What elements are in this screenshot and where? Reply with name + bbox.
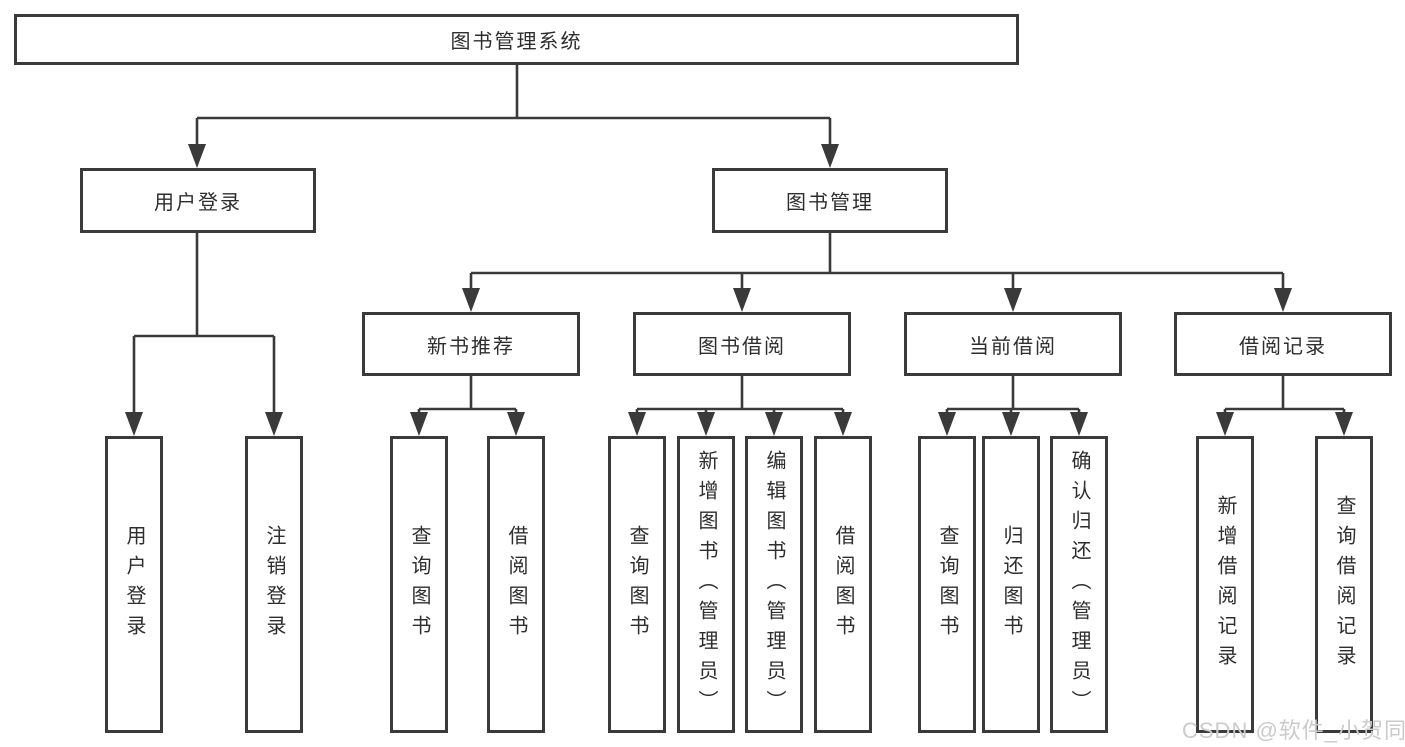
leaf-confirm-return-admin: 确认归还（管理员） xyxy=(1050,436,1108,733)
leaf-logout: 注销登录 xyxy=(245,436,303,733)
leaf-add-books-admin: 新增图书（管理员） xyxy=(677,436,735,733)
node-label: 编辑图书（管理员） xyxy=(763,449,785,720)
node-label: 图书借阅 xyxy=(698,335,786,358)
leaf-edit-books-admin: 编辑图书（管理员） xyxy=(745,436,803,733)
node-book-management: 图书管理 xyxy=(712,168,948,233)
leaf-query-books-borrow: 查询图书 xyxy=(608,436,666,733)
node-root: 图书管理系统 xyxy=(14,14,1019,65)
node-label: 借阅图书 xyxy=(832,524,854,645)
node-label: 查询图书 xyxy=(626,524,648,645)
node-label: 用户登录 xyxy=(154,192,242,214)
node-label: 借阅图书 xyxy=(505,524,527,645)
node-label: 查询图书 xyxy=(408,524,430,645)
node-book-borrow: 图书借阅 xyxy=(633,312,851,376)
node-label: 新书推荐 xyxy=(427,335,515,358)
leaf-query-books-current: 查询图书 xyxy=(918,436,976,733)
node-label: 注销登录 xyxy=(263,524,285,645)
node-label: 查询借阅记录 xyxy=(1333,494,1355,675)
node-label: 当前借阅 xyxy=(969,335,1057,358)
leaf-user-login: 用户登录 xyxy=(105,436,163,733)
node-label: 查询图书 xyxy=(936,524,958,645)
leaf-return-books: 归还图书 xyxy=(982,436,1040,733)
node-label: 归还图书 xyxy=(1000,524,1022,645)
csdn-watermark: CSDN @软件_小贺同学 xyxy=(1182,718,1405,743)
node-label: 用户登录 xyxy=(123,524,145,645)
node-label: 图书管理 xyxy=(786,192,874,214)
leaf-borrow-books-recommend: 借阅图书 xyxy=(487,436,545,733)
leaf-add-borrow-record: 新增借阅记录 xyxy=(1196,436,1254,733)
node-label: 借阅记录 xyxy=(1239,335,1327,358)
node-label: 确认归还（管理员） xyxy=(1068,449,1090,720)
node-label: 新增图书（管理员） xyxy=(695,449,717,720)
node-new-book-recommend: 新书推荐 xyxy=(362,312,580,376)
leaf-query-books-recommend: 查询图书 xyxy=(390,436,448,733)
leaf-borrow-books: 借阅图书 xyxy=(814,436,872,733)
node-label: 图书管理系统 xyxy=(450,31,583,53)
node-user-login: 用户登录 xyxy=(80,168,316,233)
leaf-query-borrow-record: 查询借阅记录 xyxy=(1315,436,1373,733)
node-label: 新增借阅记录 xyxy=(1214,494,1236,675)
node-current-borrow: 当前借阅 xyxy=(904,312,1122,376)
node-borrow-records: 借阅记录 xyxy=(1174,312,1392,376)
